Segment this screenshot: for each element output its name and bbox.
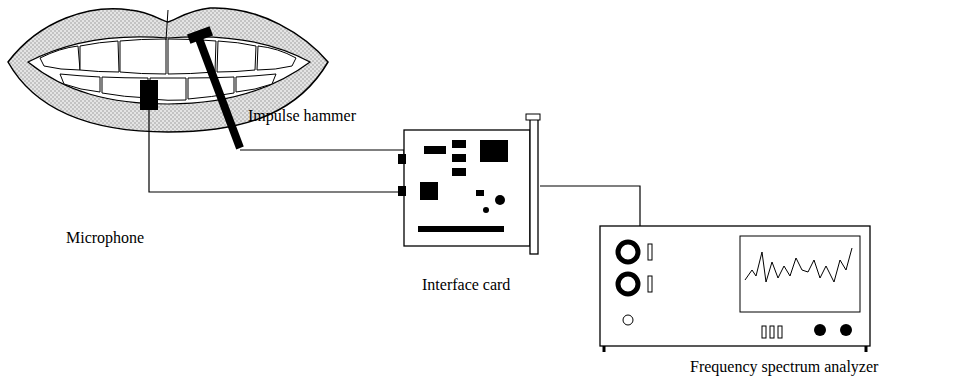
signal-wires (149, 110, 640, 226)
part-label: Interface card (422, 275, 510, 294)
microphone (140, 80, 158, 110)
impulse-hammer (187, 26, 240, 148)
spectrum-analyzer (600, 226, 870, 352)
interface-card (398, 114, 540, 254)
part-label: Frequency spectrum analyzer (690, 357, 878, 376)
part-label: Microphone (66, 228, 144, 247)
part-label: Impulse hammer (248, 106, 356, 125)
